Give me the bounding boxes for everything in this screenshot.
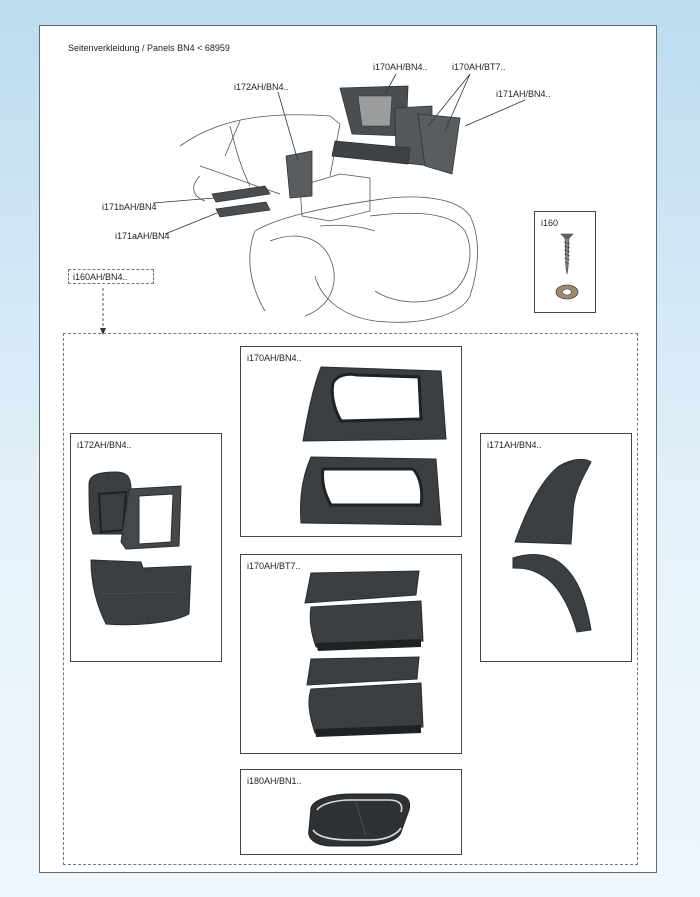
callout-i171-bn4: i171AH/BN4..	[496, 89, 551, 99]
box-i180-label: i180AH/BN1..	[247, 776, 302, 786]
box-i180: i180AH/BN1..	[240, 769, 462, 855]
i171-panels	[512, 458, 592, 633]
callout-i171a: i171aAH/BN4	[115, 231, 170, 241]
i170-bt7-panels	[304, 570, 424, 737]
box-i170-bt7: i170AH/BT7..	[240, 554, 462, 754]
box-i172: i172AH/BN4..	[70, 433, 222, 662]
box-i170-bn4: i170AH/BN4..	[240, 346, 462, 537]
car-body-drawing	[100, 73, 526, 335]
car-panels	[211, 85, 461, 218]
i172-panels	[88, 471, 192, 626]
box-i160: i160	[534, 211, 596, 313]
box-i160-label: i160	[541, 218, 559, 228]
callout-i171b: i171bAH/BN4	[102, 202, 157, 212]
callout-i160-box	[68, 269, 154, 284]
box-i170-bt7-label: i170AH/BT7..	[247, 561, 301, 571]
parts-sheet: Seitenverkleidung / Panels BN4 < 68959	[39, 25, 657, 873]
box-i171-label: i171AH/BN4..	[487, 440, 542, 450]
box-i172-label: i172AH/BN4..	[77, 440, 132, 450]
i170-bn4-panels	[300, 366, 447, 526]
callout-i160: i160AH/BN4..	[73, 272, 128, 282]
i180-cushion	[308, 793, 411, 847]
box-i171: i171AH/BN4..	[480, 433, 632, 662]
screw-icon	[555, 233, 579, 300]
page-title: Seitenverkleidung / Panels BN4 < 68959	[68, 43, 230, 53]
callout-i172-bn4: i172AH/BN4..	[234, 82, 289, 92]
parts-detail-area	[63, 333, 638, 865]
callout-i170-bn4: i170AH/BN4..	[373, 62, 428, 72]
arrow-down-icon	[100, 328, 106, 335]
callout-i170-bt7: i170AH/BT7..	[452, 62, 506, 72]
leader-lines	[102, 73, 526, 334]
box-i170-bn4-label: i170AH/BN4..	[247, 353, 302, 363]
